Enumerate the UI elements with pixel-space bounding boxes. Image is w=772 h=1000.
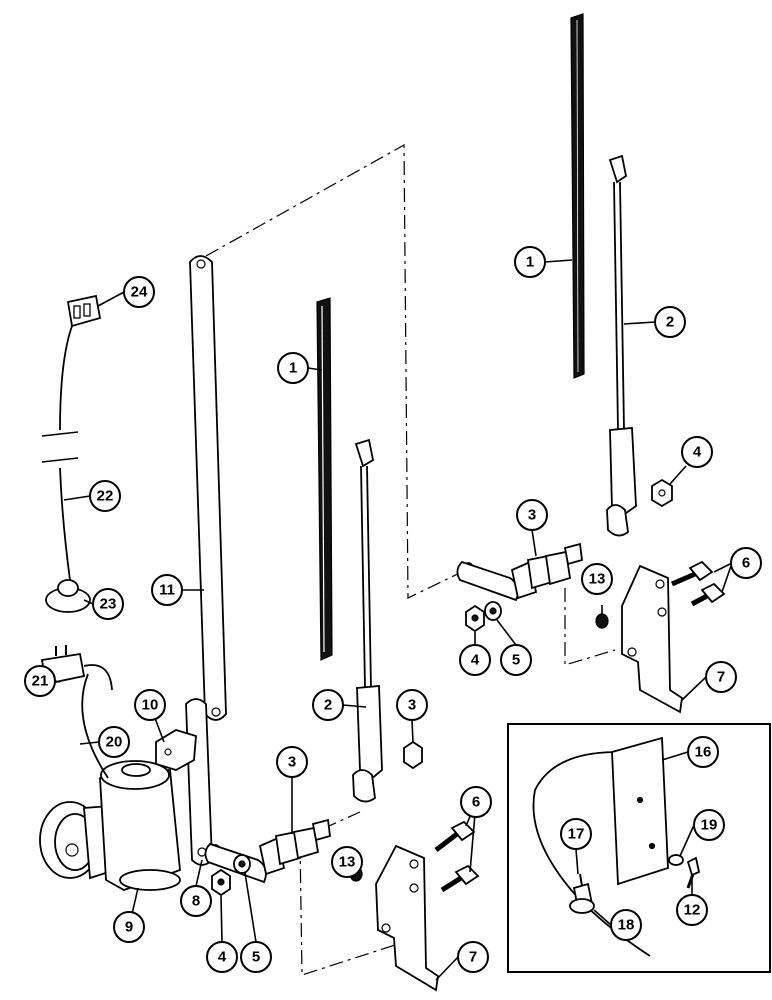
svg-text:6: 6 <box>472 794 480 811</box>
svg-text:8: 8 <box>192 893 200 910</box>
bolt-6d <box>440 864 480 893</box>
svg-text:5: 5 <box>512 652 520 669</box>
bolt-6a <box>671 560 714 587</box>
svg-text:11: 11 <box>159 582 175 599</box>
svg-text:20: 20 <box>106 734 123 751</box>
callout-13b: 13 <box>581 563 613 595</box>
callout-18: 18 <box>610 909 642 941</box>
bolt-6b <box>690 582 726 607</box>
callout-3c: 3 <box>396 689 428 721</box>
svg-text:1: 1 <box>289 360 297 377</box>
callout-7b: 7 <box>457 941 489 973</box>
callout-1b: 1 <box>277 352 309 384</box>
callout-3a: 3 <box>516 499 548 531</box>
svg-text:7: 7 <box>469 949 477 966</box>
callout-9: 9 <box>113 911 145 943</box>
svg-text:9: 9 <box>125 919 133 936</box>
svg-text:12: 12 <box>684 902 701 919</box>
hex-nut-4a <box>651 478 673 508</box>
wiper-pivot-lower <box>258 818 331 876</box>
nut-13a <box>595 613 609 629</box>
callout-16: 16 <box>687 736 719 768</box>
svg-text:19: 19 <box>701 817 718 834</box>
callout-6b: 6 <box>460 786 492 818</box>
callout-4c: 4 <box>206 941 238 973</box>
svg-text:2: 2 <box>666 314 674 331</box>
callout-5a: 5 <box>500 644 532 676</box>
washer-5b <box>233 854 251 874</box>
svg-text:3: 3 <box>528 507 536 524</box>
svg-text:3: 3 <box>408 697 416 714</box>
inset-detail <box>507 723 771 973</box>
drive-link-plate <box>185 698 213 866</box>
leader-lines <box>54 259 733 981</box>
callout-5b: 5 <box>240 941 272 973</box>
svg-text:1: 1 <box>526 254 534 271</box>
svg-text:24: 24 <box>131 284 148 301</box>
callout-22: 22 <box>89 480 121 512</box>
hex-nut-4b <box>465 604 485 633</box>
bolt-6c <box>434 820 476 852</box>
wiper-arm-upper <box>606 154 637 537</box>
svg-text:3: 3 <box>288 754 296 771</box>
crank-arm-upper <box>456 560 519 602</box>
svg-text:4: 4 <box>471 652 480 669</box>
svg-text:21: 21 <box>32 673 49 690</box>
callout-4a: 4 <box>681 436 713 468</box>
cap-nut-3 <box>403 740 423 770</box>
svg-text:10: 10 <box>142 697 159 714</box>
connector-24 <box>66 294 102 328</box>
svg-text:4: 4 <box>693 444 702 461</box>
wire-harness-22 <box>41 325 79 581</box>
motor-lead-20 <box>81 664 113 779</box>
callout-20: 20 <box>98 726 130 758</box>
callout-10: 10 <box>134 689 166 721</box>
svg-text:16: 16 <box>695 744 712 761</box>
washer-5a <box>484 601 502 621</box>
svg-text:13: 13 <box>589 571 606 588</box>
svg-text:2: 2 <box>324 697 332 714</box>
hex-nut-4c <box>211 868 231 897</box>
callout-24: 24 <box>123 276 155 308</box>
callout-6a: 6 <box>730 547 762 579</box>
callout-13a: 13 <box>331 846 363 878</box>
svg-text:5: 5 <box>252 949 260 966</box>
svg-text:18: 18 <box>618 917 635 934</box>
grommet-23 <box>45 579 91 613</box>
wiper-blade-lower <box>316 297 333 661</box>
svg-text:13: 13 <box>339 854 356 871</box>
wiper-arm-lower <box>352 438 383 803</box>
svg-text:4: 4 <box>218 949 227 966</box>
mounting-bracket-upper <box>621 564 683 714</box>
callout-1a: 1 <box>514 246 546 278</box>
wiper-motor <box>39 760 181 891</box>
callout-11: 11 <box>151 574 183 606</box>
callout-2a: 2 <box>654 306 686 338</box>
link-rod <box>189 255 227 721</box>
callout-3b: 3 <box>276 746 308 778</box>
callout-4b: 4 <box>459 644 491 676</box>
svg-text:17: 17 <box>568 826 585 843</box>
callout-17: 17 <box>560 818 592 850</box>
wiper-pivot-upper <box>510 542 583 600</box>
callout-23: 23 <box>92 588 124 620</box>
callout-8: 8 <box>180 885 212 917</box>
callout-2b: 2 <box>312 689 344 721</box>
wiper-blade-upper <box>570 13 585 379</box>
svg-text:7: 7 <box>717 669 725 686</box>
callout-21: 21 <box>24 665 56 697</box>
callout-19: 19 <box>693 809 725 841</box>
svg-text:6: 6 <box>742 555 750 572</box>
mounting-bracket-lower <box>375 844 439 992</box>
svg-text:22: 22 <box>97 488 114 505</box>
callout-7a: 7 <box>705 661 737 693</box>
motor-bracket <box>155 729 197 771</box>
callout-12: 12 <box>676 894 708 926</box>
svg-text:23: 23 <box>100 596 117 613</box>
